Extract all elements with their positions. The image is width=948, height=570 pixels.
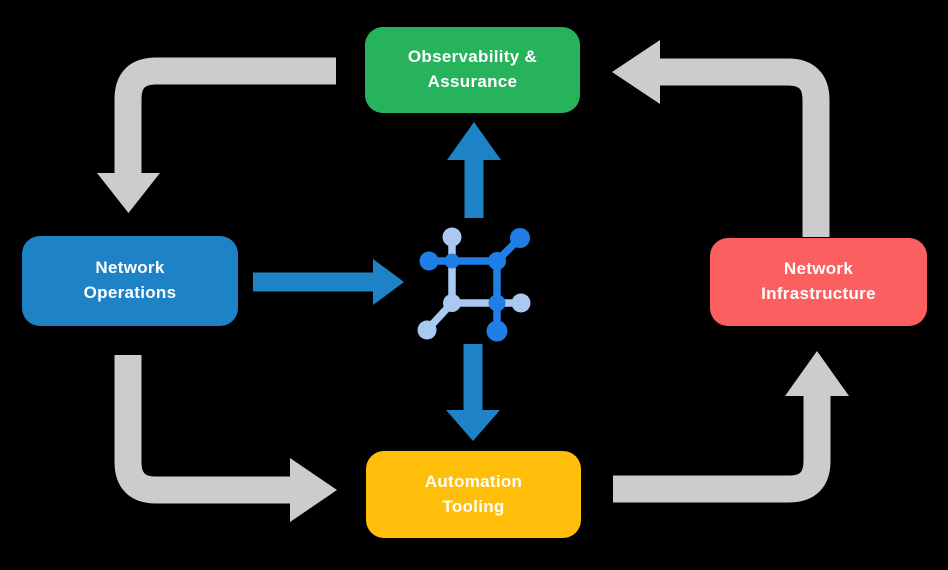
arrow-shaft	[114, 355, 291, 504]
arrow-observability-to-operations	[97, 57, 336, 213]
node-infrastructure: Network Infrastructure	[710, 238, 927, 326]
network-core-icon	[417, 227, 531, 342]
arrow-operations-to-automation	[114, 355, 337, 522]
icon-node-terminal-bl	[417, 320, 437, 340]
icon-node-corner-bl	[443, 294, 461, 312]
icon-node-terminal-right	[511, 293, 531, 313]
node-observability-label: Observability & Assurance	[407, 47, 538, 91]
arrow-head	[447, 122, 501, 160]
arrow-shaft	[114, 57, 336, 174]
arrow-shaft	[613, 396, 831, 503]
icon-node-corner-br	[488, 294, 506, 312]
arrow-infrastructure-to-observability	[612, 40, 830, 237]
icon-node-corner-tr	[488, 252, 506, 270]
arrow-core-to-automation	[446, 344, 500, 441]
node-observability: Observability & Assurance	[365, 27, 580, 113]
icon-node-terminal-top	[442, 227, 462, 247]
arrow-head	[97, 173, 160, 213]
node-automation-label: Automation Tooling	[424, 471, 523, 516]
arrow-shaft	[659, 58, 830, 237]
icon-node-terminal-left	[419, 251, 439, 271]
arrow-head	[785, 351, 849, 396]
node-operations-label: Network Operations	[83, 258, 177, 302]
arrow-operations-to-core	[253, 259, 404, 305]
arrow-head	[446, 410, 500, 441]
arrow-head	[612, 40, 660, 104]
node-operations: Network Operations	[22, 236, 238, 326]
arrow-head	[373, 259, 404, 305]
arrow-automation-to-infrastructure	[613, 351, 849, 503]
node-infrastructure-label: Network Infrastructure	[761, 259, 876, 303]
arrow-head	[290, 458, 337, 522]
arrow-core-to-observability	[447, 122, 501, 218]
icon-node-terminal-tr	[510, 228, 530, 248]
node-automation: Automation Tooling	[366, 451, 581, 538]
icon-node-terminal-bottom	[486, 320, 508, 342]
icon-node-corner-tl	[444, 253, 460, 269]
